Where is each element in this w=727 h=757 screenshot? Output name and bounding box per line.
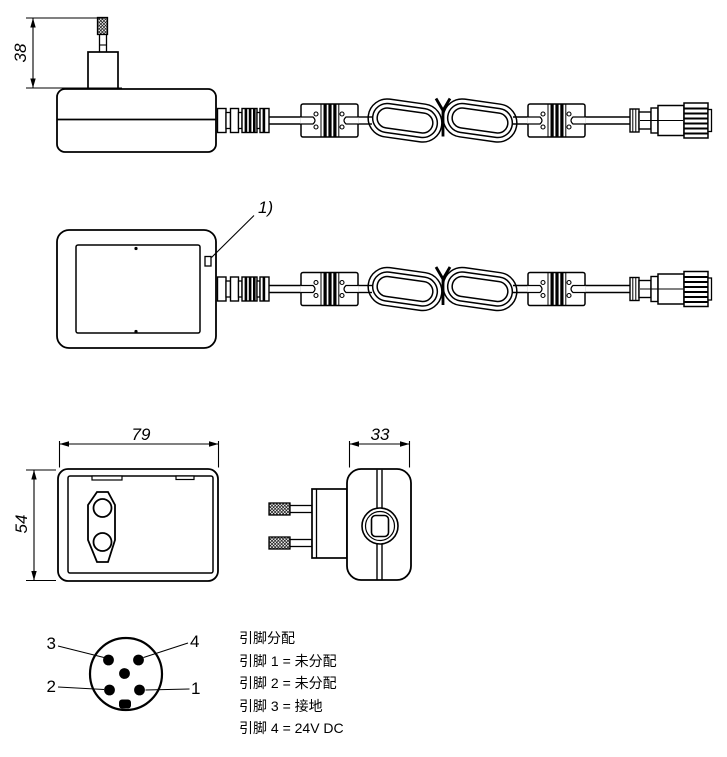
pin-legend-line-3: 引脚 3 = 接地 [239,697,323,714]
panel-mark-top [134,246,138,251]
pin-legend-line-1: 引脚 1 = 未分配 [239,652,337,669]
adapter-front-panel [75,244,201,334]
pin-legend: 引脚分配 引脚 1 = 未分配 引脚 2 = 未分配 引脚 3 = 接地 引脚 … [239,627,459,740]
plug-module [87,51,119,90]
callout-1-label: 1) [258,198,273,217]
mains-pin [96,16,109,54]
dim-79-value: 79 [132,425,151,444]
socket-hole-bottom [92,532,113,552]
pin-center-dot [119,668,130,679]
pin-label-4: 4 [190,632,199,651]
dim-54-value: 54 [12,515,31,534]
mains-pins [268,502,313,550]
panel-notch-left [91,475,123,481]
adapter-body [56,88,217,153]
plug-module-side [311,488,348,559]
socket-hole-top [92,498,113,518]
view-adapter-face: 79 54 [12,425,220,582]
pin-legend-line-2: 引脚 2 = 未分配 [239,675,337,691]
dimension-54: 54 [12,469,56,582]
pin-4-dot [133,654,144,666]
pin-label-2: 2 [47,677,56,696]
pin-legend-title: 引脚分配 [239,630,295,646]
dimension-38: 38 [11,17,122,89]
status-led [204,255,212,267]
pin-3-dot [103,654,114,666]
release-button [361,507,399,545]
pin-assignment-diagram: 3 4 2 1 [47,632,200,712]
pin-legend-line-4: 引脚 4 = 24V DC [239,720,344,736]
pin-label-1: 1 [191,679,200,698]
view-adapter-side: 38 [11,16,712,153]
pin-leader-lines [57,642,190,691]
panel-mark-bottom [134,329,138,334]
view-adapter-front-cable: 1) [56,198,712,349]
view-plug-side: 33 [268,425,412,581]
pin-2-dot [104,684,115,696]
dimension-33: 33 [348,425,411,468]
callout-1: 1) [211,198,273,258]
dim-38-value: 38 [11,43,30,62]
dim-33-value: 33 [371,425,390,444]
keying-notch [119,699,131,709]
pin-1-dot [134,684,145,696]
panel-notch-right [175,475,195,481]
dimension-79: 79 [58,425,220,468]
pin-label-3: 3 [47,634,56,653]
